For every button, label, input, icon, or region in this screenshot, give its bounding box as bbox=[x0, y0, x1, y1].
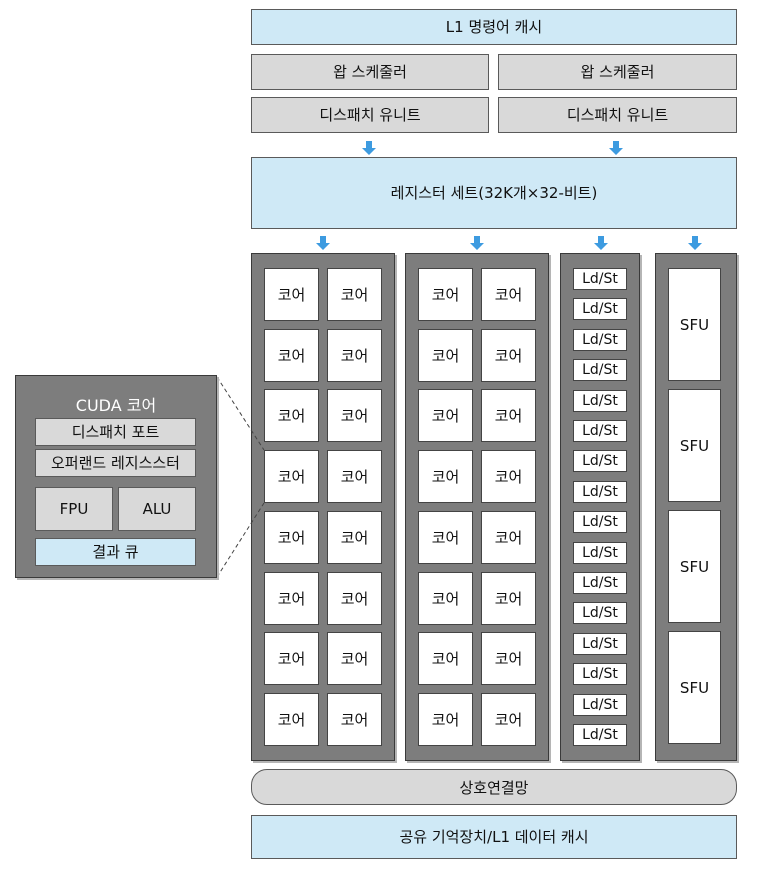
load-store-unit: Ld/St bbox=[573, 450, 627, 473]
warp-scheduler-right: 왑 스케줄러 bbox=[498, 54, 737, 90]
cuda-core-cell: 코어 bbox=[481, 389, 536, 443]
load-store-unit: Ld/St bbox=[573, 480, 627, 503]
cuda-core-cell: 코어 bbox=[481, 268, 536, 321]
cuda-core-cell: 코어 bbox=[327, 632, 382, 686]
cuda-core-cell: 코어 bbox=[264, 632, 319, 686]
special-function-unit: SFU bbox=[668, 268, 721, 381]
load-store-unit: Ld/St bbox=[573, 359, 627, 382]
cuda-core-cell: 코어 bbox=[327, 450, 382, 504]
load-store-unit: Ld/St bbox=[573, 663, 627, 686]
cuda-core-cell: 코어 bbox=[418, 510, 473, 564]
cuda-core-cell: 코어 bbox=[481, 328, 536, 382]
cuda-core-cell: 코어 bbox=[264, 268, 319, 321]
cuda-core-cell: 코어 bbox=[327, 389, 382, 443]
down-arrow-icon bbox=[362, 141, 376, 155]
interconnect-network: 상호연결망 bbox=[251, 769, 737, 805]
special-function-unit: SFU bbox=[668, 510, 721, 623]
cuda-core-cell: 코어 bbox=[264, 328, 319, 382]
special-function-unit: SFU bbox=[668, 631, 721, 744]
cuda-core-cell: 코어 bbox=[327, 328, 382, 382]
dispatch-port: 디스패치 포트 bbox=[35, 418, 196, 446]
load-store-unit: Ld/St bbox=[573, 572, 627, 594]
cuda-core-cell: 코어 bbox=[327, 268, 382, 321]
load-store-unit: Ld/St bbox=[573, 298, 627, 321]
cuda-core-cell: 코어 bbox=[481, 692, 536, 746]
cuda-core-cell: 코어 bbox=[418, 571, 473, 625]
load-store-unit: Ld/St bbox=[573, 632, 627, 655]
load-store-unit: Ld/St bbox=[573, 724, 627, 746]
cuda-core-cell: 코어 bbox=[418, 268, 473, 321]
load-store-unit: Ld/St bbox=[573, 420, 627, 442]
warp-scheduler-right-label: 왑 스케줄러 bbox=[580, 62, 655, 81]
cuda-core-cell: 코어 bbox=[418, 450, 473, 504]
register-file-label: 레지스터 세트(32K개×32-비트) bbox=[390, 183, 598, 202]
operand-collector: 오퍼랜드 레지스스터 bbox=[35, 449, 196, 477]
shared-memory-label: 공유 기억장치/L1 데이터 캐시 bbox=[399, 827, 589, 846]
cuda-core-cell: 코어 bbox=[327, 571, 382, 625]
special-function-unit: SFU bbox=[668, 389, 721, 502]
load-store-unit: Ld/St bbox=[573, 541, 627, 564]
alu-unit: ALU bbox=[118, 487, 196, 531]
shared-memory-l1-cache: 공유 기억장치/L1 데이터 캐시 bbox=[251, 815, 737, 859]
cuda-core-cell: 코어 bbox=[481, 450, 536, 504]
load-store-unit: Ld/St bbox=[573, 389, 627, 412]
cuda-core-cell: 코어 bbox=[481, 571, 536, 625]
l1-instruction-cache-label: L1 명령어 캐시 bbox=[445, 17, 543, 36]
down-arrow-icon bbox=[594, 236, 608, 250]
interconnect-label: 상호연결망 bbox=[459, 778, 529, 797]
cuda-core-title: CUDA 코어 bbox=[75, 396, 157, 415]
cuda-core-cell: 코어 bbox=[418, 692, 473, 746]
cuda-core-cell: 코어 bbox=[481, 510, 536, 564]
load-store-unit: Ld/St bbox=[573, 511, 627, 534]
cuda-core-cell: 코어 bbox=[264, 510, 319, 564]
dispatch-unit-left: 디스패치 유니트 bbox=[251, 97, 489, 133]
down-arrow-icon bbox=[688, 236, 702, 250]
fpu-label: FPU bbox=[59, 499, 89, 518]
l1-instruction-cache: L1 명령어 캐시 bbox=[251, 9, 737, 45]
result-queue-label: 결과 큐 bbox=[92, 542, 139, 561]
dispatch-port-label: 디스패치 포트 bbox=[71, 422, 160, 441]
dispatch-unit-left-label: 디스패치 유니트 bbox=[319, 105, 421, 124]
dispatch-unit-right: 디스패치 유니트 bbox=[498, 97, 737, 133]
dispatch-unit-right-label: 디스패치 유니트 bbox=[566, 105, 669, 124]
load-store-unit: Ld/St bbox=[573, 328, 627, 351]
operand-collector-label: 오퍼랜드 레지스스터 bbox=[51, 453, 180, 472]
down-arrow-icon bbox=[316, 236, 330, 250]
cuda-core-cell: 코어 bbox=[481, 632, 536, 686]
warp-scheduler-left: 왑 스케줄러 bbox=[251, 54, 489, 90]
result-queue: 결과 큐 bbox=[35, 538, 196, 566]
load-store-unit: Ld/St bbox=[573, 693, 627, 716]
down-arrow-icon bbox=[609, 141, 623, 155]
cuda-core-cell: 코어 bbox=[327, 692, 382, 746]
cuda-core-cell: 코어 bbox=[418, 632, 473, 686]
down-arrow-icon bbox=[470, 236, 484, 250]
fpu-unit: FPU bbox=[35, 487, 113, 531]
cuda-core-cell: 코어 bbox=[418, 328, 473, 382]
cuda-core-cell: 코어 bbox=[264, 389, 319, 443]
cuda-core-cell: 코어 bbox=[264, 450, 319, 504]
load-store-unit: Ld/St bbox=[573, 268, 627, 290]
cuda-core-cell: 코어 bbox=[418, 389, 473, 443]
cuda-core-cell: 코어 bbox=[327, 510, 382, 564]
register-file: 레지스터 세트(32K개×32-비트) bbox=[251, 157, 737, 229]
cuda-core-cell: 코어 bbox=[264, 571, 319, 625]
alu-label: ALU bbox=[142, 499, 172, 518]
warp-scheduler-left-label: 왑 스케줄러 bbox=[333, 62, 407, 81]
load-store-unit: Ld/St bbox=[573, 602, 627, 625]
cuda-core-cell: 코어 bbox=[264, 692, 319, 746]
